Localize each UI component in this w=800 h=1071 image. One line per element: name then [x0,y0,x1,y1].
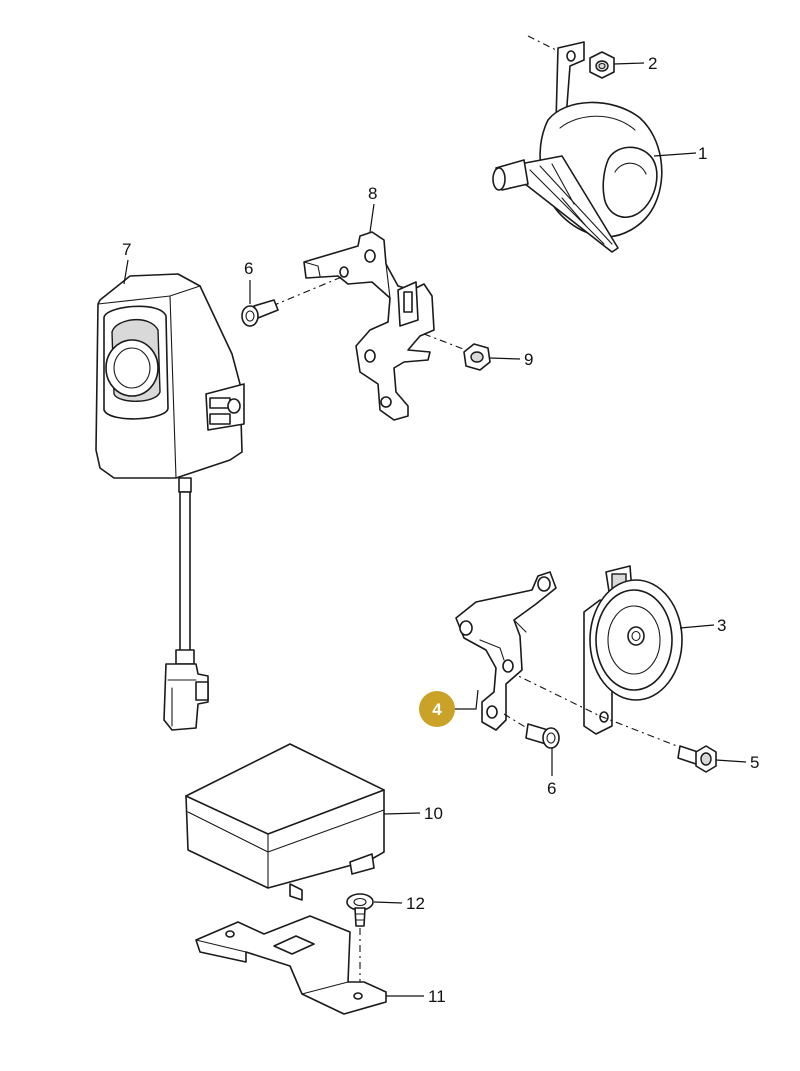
bolt-5 [677,745,717,773]
screw-6-upper [241,275,345,327]
horn-1 [492,35,663,253]
callout-8: 8 [368,184,377,203]
callout-6-lower: 6 [547,779,556,798]
callout-1: 1 [698,144,707,163]
leader-lines [123,62,747,997]
nut-9 [423,333,491,371]
control-unit-10 [185,743,385,901]
bracket-11 [195,915,387,1015]
bracket-8 [303,231,435,421]
callout-11: 11 [428,987,446,1006]
callout-3: 3 [717,616,726,635]
callout-4-circle[interactable] [419,691,455,727]
siren-7 [95,273,245,731]
callout-4[interactable]: 4 [432,700,442,719]
callout-7: 7 [122,240,131,259]
callout-12: 12 [406,894,425,913]
bracket-4 [455,571,683,749]
screw-6-lower [503,713,560,749]
callout-10: 10 [424,804,443,823]
callout-9: 9 [524,350,533,369]
callout-2: 2 [648,54,657,73]
horn-3 [583,565,683,735]
screw-12 [346,893,374,994]
nut-2 [589,51,615,79]
callout-5: 5 [750,753,759,772]
callout-4-badge[interactable]: 4 [419,691,455,727]
callout-6-upper: 6 [244,259,253,278]
